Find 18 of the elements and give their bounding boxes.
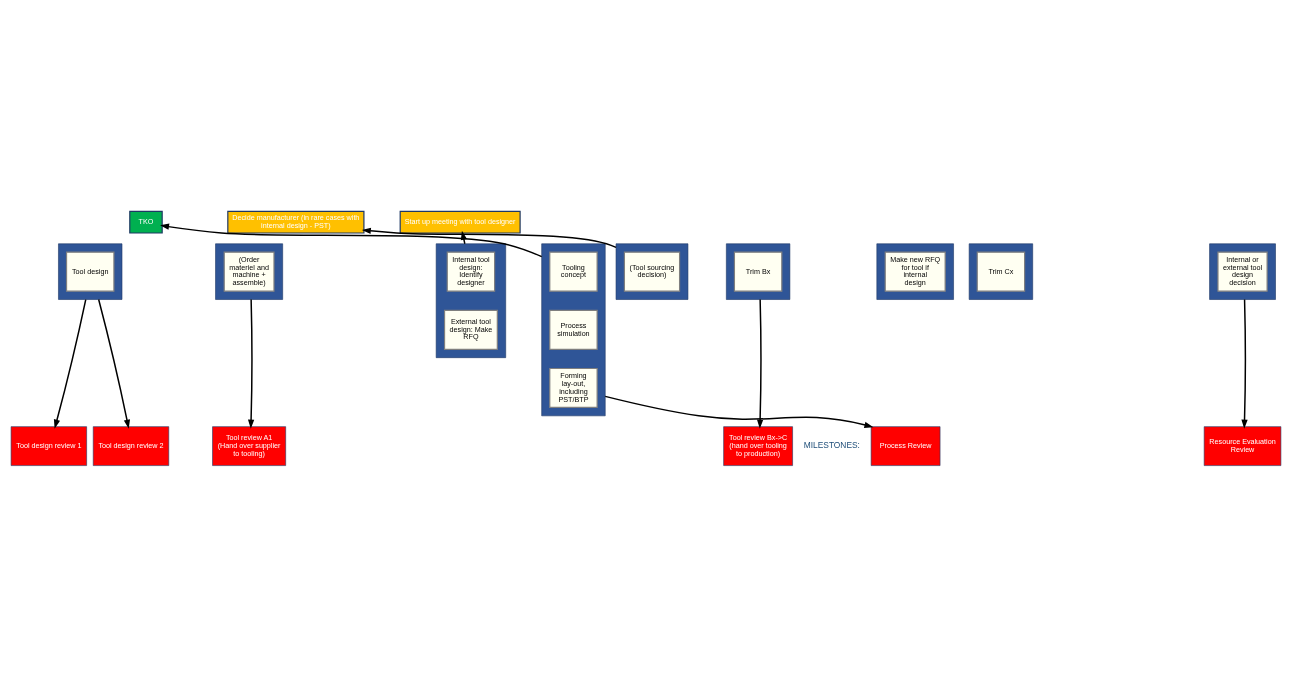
label: MILESTONES: [803,440,860,451]
cluster [58,243,123,300]
cluster [541,243,606,417]
cluster [615,243,689,300]
cluster [215,243,283,300]
arrow [756,298,764,429]
cluster [876,243,954,300]
cluster [968,243,1033,300]
arrow [1241,298,1248,429]
arrow [97,298,131,429]
cluster [726,243,791,300]
arrow [160,223,543,258]
arrow [604,395,874,428]
arrow [53,298,87,429]
arrow [247,298,255,429]
arrow [361,227,617,249]
cluster [435,243,506,358]
cluster [1209,243,1276,300]
